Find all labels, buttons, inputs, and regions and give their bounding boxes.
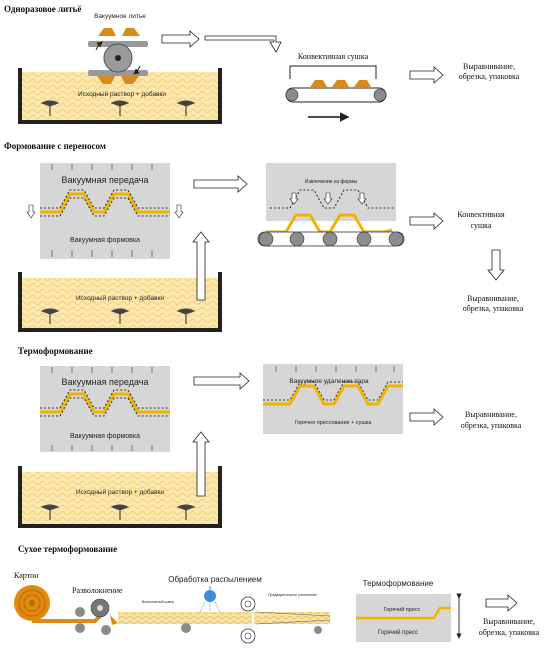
casting-drum-icon [88, 28, 148, 84]
vacuum-transfer-label-3: Вакуумная передача [62, 377, 149, 387]
side-arrows [26, 204, 184, 219]
finish-label-2b: обрезка, упаковка [463, 304, 524, 313]
hot-press-panel [263, 364, 403, 434]
mold-release-panel [266, 163, 396, 221]
finish-label-3a: Выравнивание, [465, 410, 517, 419]
finish-label-4b: обрезка, упаковка [479, 628, 540, 637]
finish-label-1b: обрезка, упаковка [459, 72, 520, 81]
precompaction-rolls [240, 596, 331, 644]
hot-press-bottom-label: Горячий пресс [378, 629, 418, 636]
flow-arrow [193, 175, 248, 193]
vapor-removal-label: Вакуумное удаление пара [289, 378, 369, 385]
hot-press-dry-label: Горячее прессование + сушка [295, 420, 373, 426]
finish-label-2a: Выравнивание, [467, 294, 519, 303]
flow-arrow [409, 408, 444, 426]
dried-products [310, 80, 371, 87]
thermo-mold-panel [40, 366, 170, 452]
flow-arrow [193, 372, 250, 390]
thermoforming-label: Термоформование [363, 579, 434, 588]
carton-label: Картон [14, 571, 39, 580]
fiber-web [118, 612, 252, 633]
hot-press-top-label: Горячий пресс [384, 606, 421, 613]
vacuum-casting-label: Вакуумное литье [94, 13, 146, 20]
defibrator-icon [75, 598, 118, 635]
drying-label-2b: сушка [471, 221, 492, 230]
pulp-label-2: Исходный раствор + добавки [76, 294, 164, 302]
heading-transfer-molding: Формование с переносом [4, 141, 106, 151]
spray-label: Обработка распылением [168, 575, 262, 584]
pulp-tank-3 [18, 466, 222, 528]
vacuum-forming-label: Вакуумная формовка [70, 237, 140, 244]
transfer-conveyor [257, 213, 405, 247]
flow-arrow-down [487, 249, 505, 281]
precompaction-label: Предварительное уплотнение [268, 593, 317, 597]
flow-arrow [409, 66, 444, 84]
flow-arrow [485, 594, 518, 612]
spray-nozzle-icon [199, 586, 221, 613]
flow-arrow [409, 212, 444, 230]
transfer-mold-panel [40, 163, 170, 259]
dryer-hood [289, 65, 377, 79]
conveyor-belt [285, 87, 387, 103]
flow-arrow-up [192, 431, 210, 497]
agitator-icon [40, 100, 196, 116]
convective-drying-label: Конвективная сушка [298, 52, 369, 61]
pulp-tank-2 [18, 272, 222, 332]
mold-removal-label: Извлечение из формы [305, 179, 358, 185]
flow-arrow-up [192, 231, 210, 301]
pulp-label-1: Исходный раствор + добавки [78, 90, 166, 98]
defibration-label: Разволокнение [72, 586, 123, 595]
heading-dry-thermoforming: Сухое термоформование [18, 544, 117, 554]
drying-label-2a: Конвективная [457, 210, 505, 219]
heading-single-casting: Одноразовое литьё [4, 4, 81, 14]
flow-arrow [161, 30, 200, 48]
finish-label-1a: Выравнивание, [463, 62, 515, 71]
finish-label-4a: Выравнивание, [483, 617, 535, 626]
vacuum-forming-label-3: Вакуумная формовка [70, 433, 140, 440]
fiber-web-label: Волокнистый ковер [142, 600, 174, 604]
vacuum-transfer-label: Вакуумная передача [62, 175, 149, 185]
pulp-label-3: Исходный раствор + добавки [76, 488, 164, 496]
hot-press-unit [356, 593, 462, 642]
flow-arrow-down [204, 35, 282, 53]
finish-label-3b: обрезка, упаковка [461, 421, 522, 430]
heading-thermoforming: Термоформование [18, 346, 93, 356]
